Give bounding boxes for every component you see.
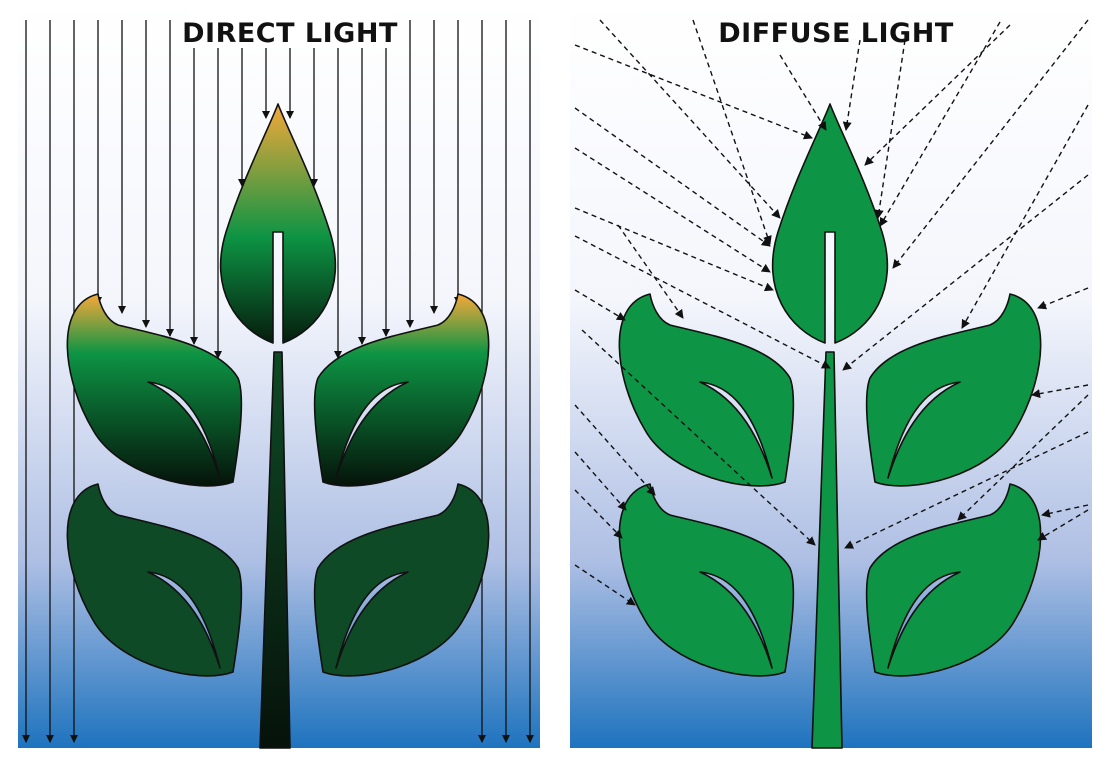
stem [811,351,843,749]
ray [1031,384,1089,399]
diffuse-light-rays [574,19,1089,606]
ray [574,564,636,606]
ray [574,489,623,539]
ray [574,107,771,247]
ray [874,39,906,219]
ray [1041,504,1089,518]
ray [842,39,861,131]
ray [892,19,1089,269]
ray [961,104,1089,329]
stem [259,351,291,749]
panel-diffuse-light: DIFFUSE LIGHT [570,0,1092,749]
direct-light-plant [66,103,490,749]
panel-direct-light: DIRECT LIGHT [18,0,540,749]
ray [957,394,1089,521]
ray [879,21,1001,227]
ray [574,289,626,321]
ray [842,174,1089,371]
ray [574,404,656,496]
ray [574,451,627,511]
ray [574,147,771,273]
ray [581,329,816,546]
ray [574,235,831,369]
diffuse-light-title: DIFFUSE LIGHT [718,18,954,49]
ray [692,19,772,245]
ray [574,44,813,140]
ray [1037,509,1089,541]
direct-light-title: DIRECT LIGHT [182,18,398,49]
diffuse-light-plant [618,103,1042,749]
ray [779,54,827,131]
ray [617,224,684,319]
ray [864,24,1011,166]
